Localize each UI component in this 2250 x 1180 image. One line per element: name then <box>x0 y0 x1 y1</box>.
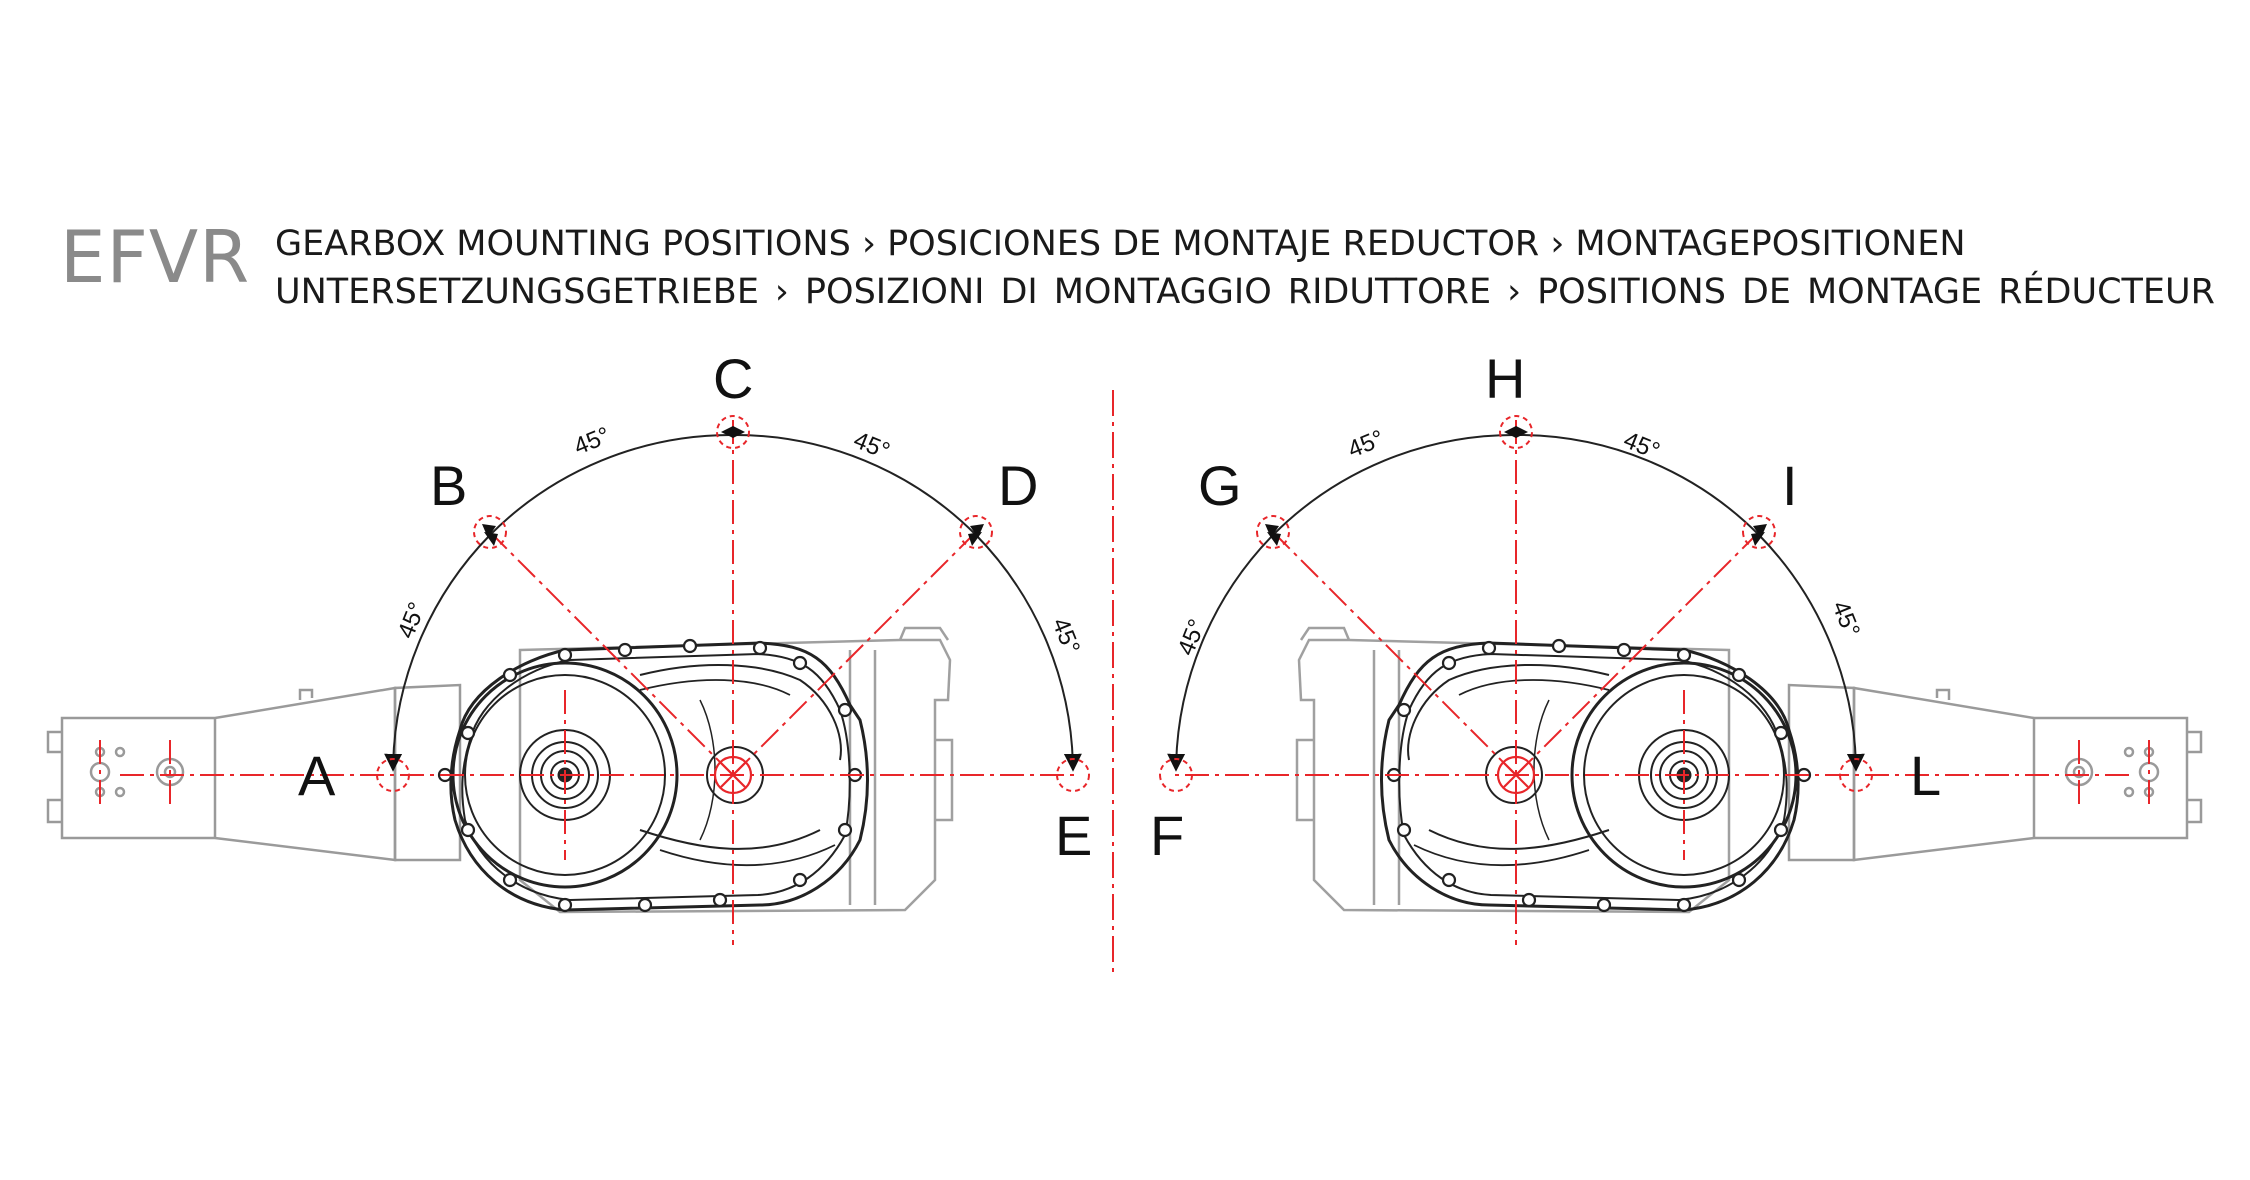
position-a: A <box>298 744 336 807</box>
left-cover <box>449 641 869 912</box>
title-block: GEARBOX MOUNTING POSITIONS › POSICIONES … <box>275 220 2215 316</box>
position-f: F <box>1150 804 1184 867</box>
right-gearbox <box>1159 415 2203 945</box>
position-l: L <box>1910 744 1941 807</box>
angle-label-hi: 45° <box>1620 427 1664 466</box>
title-line-1: GEARBOX MOUNTING POSITIONS › POSICIONES … <box>275 224 1966 264</box>
position-g: G <box>1198 454 1242 517</box>
angle-label-gh: 45° <box>1344 425 1388 464</box>
left-angle-arc <box>384 433 1082 772</box>
angle-label-fg: 45° <box>1173 615 1212 659</box>
left-swingarm <box>46 683 462 862</box>
left-centerlines <box>99 420 1080 945</box>
angle-label-ab: 45° <box>393 598 432 642</box>
angle-label-de: 45° <box>1046 614 1085 658</box>
angle-label-il: 45° <box>1826 597 1865 641</box>
title-line-2: UNTERSETZUNGSGETRIEBE › POSIZIONI DI MON… <box>275 272 2215 312</box>
position-d: D <box>998 454 1038 517</box>
position-b: B <box>430 454 467 517</box>
product-code: EFVR <box>60 215 251 299</box>
angle-label-bc: 45° <box>570 422 614 461</box>
angle-label-cd: 45° <box>850 427 894 466</box>
position-c: C <box>713 347 753 410</box>
position-h: H <box>1485 347 1525 410</box>
position-i: I <box>1782 454 1798 517</box>
position-e: E <box>1055 804 1092 867</box>
left-gearbox <box>46 626 954 914</box>
